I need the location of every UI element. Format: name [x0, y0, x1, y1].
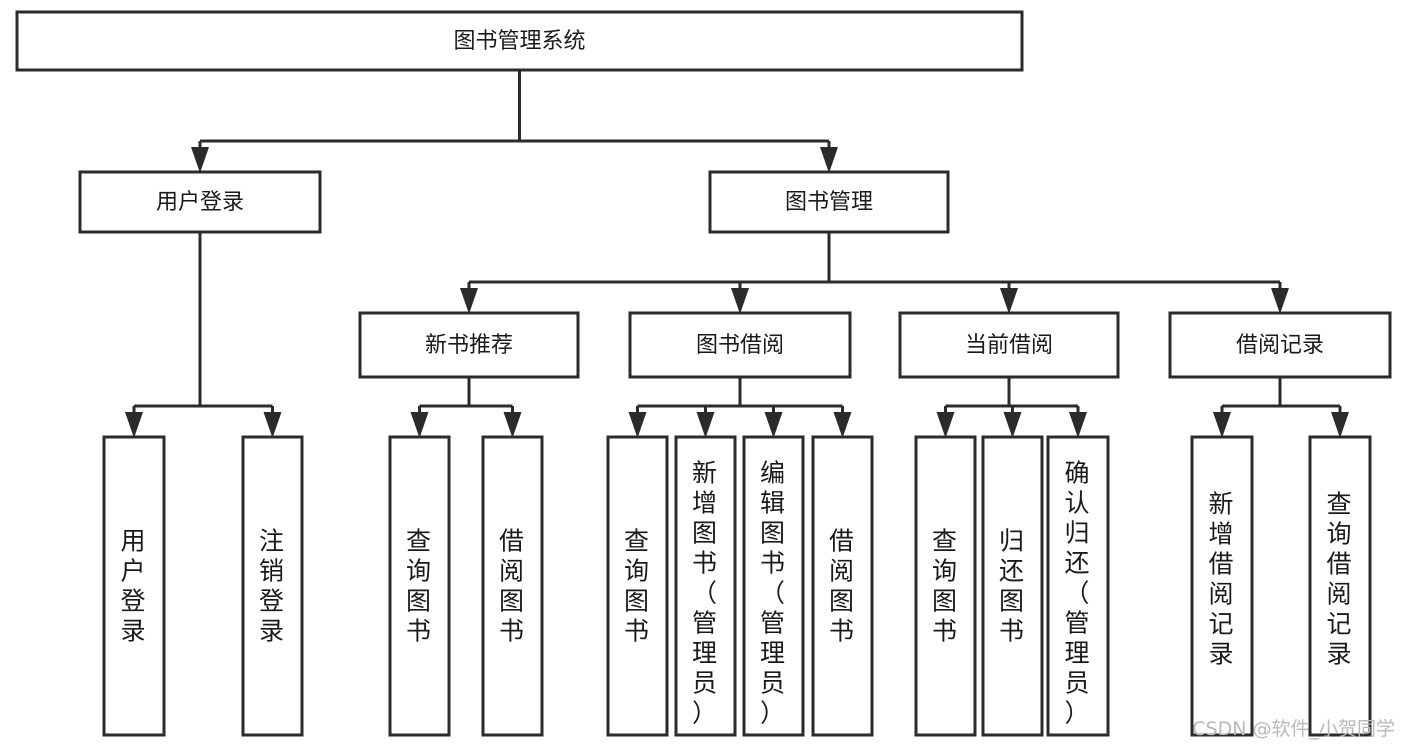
node-leaf-query-book-1[interactable]: 查询图书 [388, 435, 451, 737]
node-book-borrow[interactable]: 图书借阅 [628, 311, 852, 379]
node-label: 编辑图书（管理员） [760, 459, 787, 728]
node-leaf-borrow-book-1[interactable]: 借阅图书 [481, 435, 544, 737]
node-label: 注销登录 [259, 526, 286, 645]
edge-group-book-manage [460, 232, 1289, 314]
node-root[interactable]: 图书管理系统 [15, 10, 1024, 72]
node-leaf-user-login[interactable]: 用户登录 [102, 435, 166, 737]
edge-group-new-book-recommend [410, 377, 522, 438]
node-new-book-recommend[interactable]: 新书推荐 [358, 311, 580, 379]
node-current-borrow[interactable]: 当前借阅 [898, 311, 1120, 379]
edge-group-user-login [125, 232, 282, 438]
edges-layer [125, 70, 1349, 438]
node-leaf-borrow-book-2[interactable]: 借阅图书 [811, 435, 874, 737]
node-label: 用户登录 [156, 190, 244, 215]
node-leaf-add-book[interactable]: 新增图书（管理员） [674, 435, 737, 737]
node-leaf-query-book-3[interactable]: 查询图书 [914, 435, 977, 737]
node-label: 图书管理 [785, 190, 873, 215]
node-leaf-return-book[interactable]: 归还图书 [981, 435, 1044, 737]
node-label: 新增图书（管理员） [692, 459, 719, 728]
node-label: 当前借阅 [965, 333, 1053, 358]
node-label: 图书借阅 [696, 333, 784, 358]
node-label: 新书推荐 [425, 333, 513, 358]
node-label: 确认归还（管理员） [1064, 459, 1091, 728]
node-label: 用户登录 [120, 526, 147, 645]
node-label: 新增借阅记录 [1208, 490, 1235, 669]
node-label: 查询图书 [932, 526, 959, 645]
node-label: 借阅图书 [829, 526, 856, 645]
edge-group-book-borrow [628, 377, 852, 438]
nodes-layer: 图书管理系统用户登录图书管理新书推荐图书借阅当前借阅借阅记录用户登录注销登录查询… [15, 10, 1392, 737]
node-leaf-logout[interactable]: 注销登录 [241, 435, 304, 737]
node-label: 查询图书 [406, 526, 433, 645]
node-leaf-add-record[interactable]: 新增借阅记录 [1190, 435, 1254, 737]
node-label: 归还图书 [999, 526, 1026, 645]
edge-group-root [191, 70, 838, 173]
node-borrow-record[interactable]: 借阅记录 [1168, 311, 1392, 379]
node-user-login[interactable]: 用户登录 [78, 170, 322, 234]
node-leaf-edit-book[interactable]: 编辑图书（管理员） [742, 435, 805, 737]
node-leaf-query-record[interactable]: 查询借阅记录 [1308, 435, 1372, 737]
node-leaf-confirm-return[interactable]: 确认归还（管理员） [1046, 435, 1110, 737]
node-label: 借阅记录 [1236, 333, 1324, 358]
node-label: 查询图书 [624, 526, 651, 645]
node-label: 借阅图书 [499, 526, 526, 645]
node-label: 查询借阅记录 [1326, 490, 1353, 669]
node-book-manage[interactable]: 图书管理 [708, 170, 950, 234]
edge-group-borrow-record [1213, 377, 1349, 438]
node-label: 图书管理系统 [453, 29, 585, 54]
edge-group-current-borrow [936, 377, 1087, 438]
watermark-text: CSDN @软件_小贺同学 [1192, 718, 1395, 740]
node-leaf-query-book-2[interactable]: 查询图书 [606, 435, 669, 737]
